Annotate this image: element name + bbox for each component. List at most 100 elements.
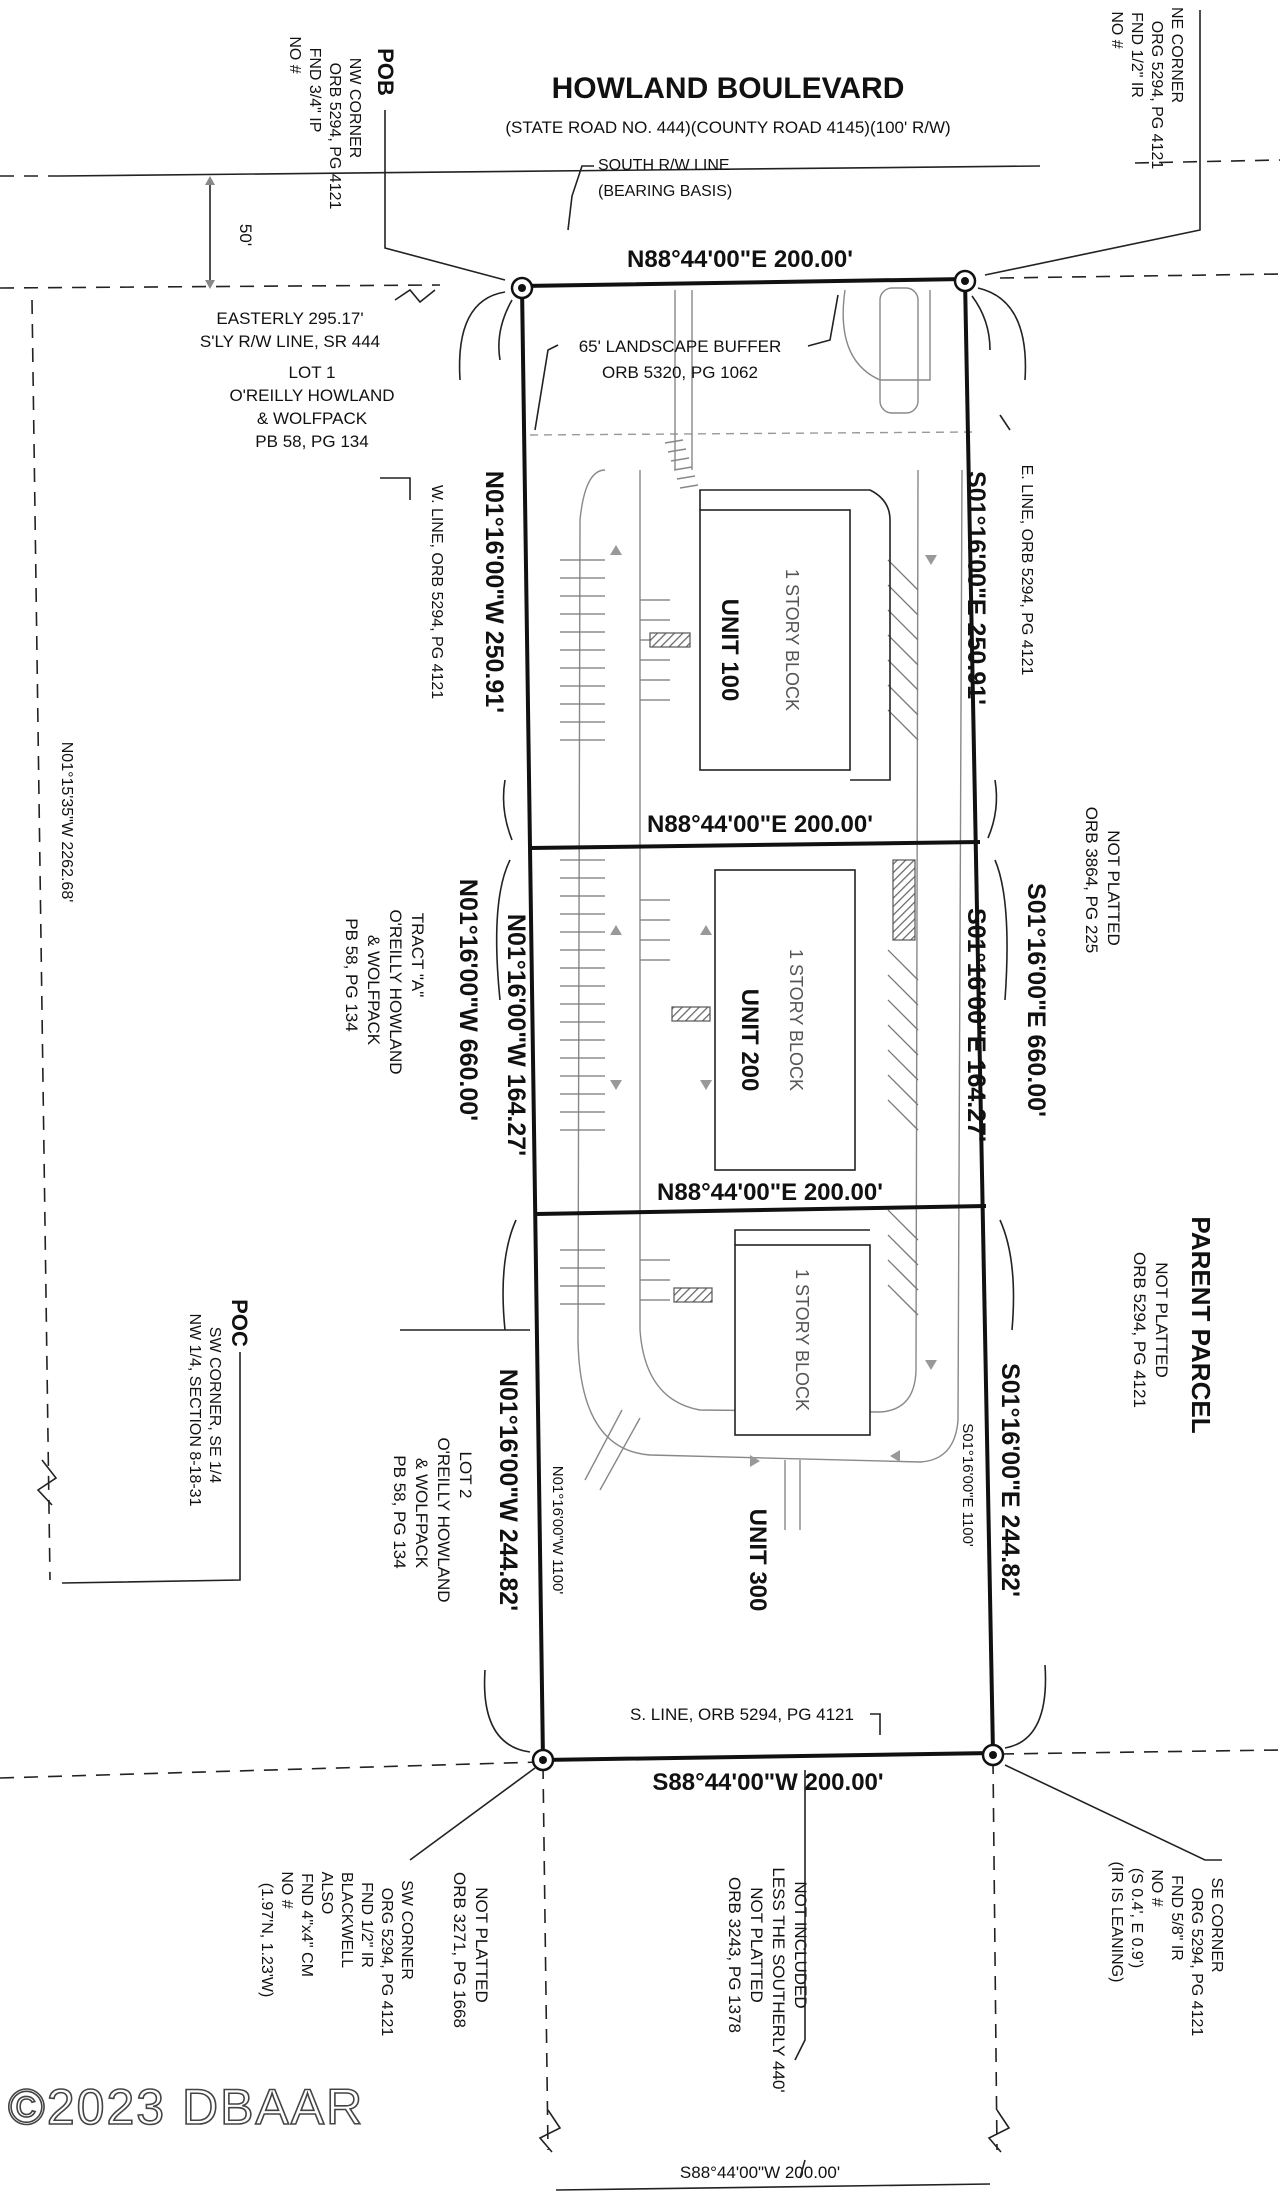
se-line-1: SE CORNER — [1208, 1877, 1225, 1972]
bearing-basis-label: (BEARING BASIS) — [598, 183, 732, 200]
lot-1-line-1: LOT 1 — [289, 363, 336, 382]
unit-100-label: UNIT 100 — [716, 599, 743, 702]
s-line-label: S. LINE, ORB 5294, PG 4121 — [630, 1705, 854, 1724]
not-platted-south-line-1: NOT PLATTED — [472, 1887, 491, 2003]
ne-line-1: NE CORNER — [1168, 7, 1185, 103]
not-included-line-4: ORB 3243, PG 1378 — [725, 1877, 744, 2033]
bearing-west-unit-200: N01°16'00"W 164.27' — [502, 914, 530, 1156]
bearing-west-total: N01°16'00"W 660.00' — [454, 879, 482, 1121]
unit-200-label: UNIT 200 — [736, 989, 763, 1092]
ne-line-3: FND 1/2" IR — [1128, 12, 1145, 98]
w-line-label: W. LINE, ORB 5294, PG 4121 — [428, 485, 445, 699]
easterly-line-1: EASTERLY 295.17' — [216, 309, 363, 328]
bearing-bottom: S88°44'00"W 200.00' — [680, 2163, 840, 2182]
lot-1-line-3: & WOLFPACK — [257, 409, 368, 428]
lot-2-line-2: O'REILLY HOWLAND — [434, 1437, 453, 1602]
not-platted-east-line-1: NOT PLATTED — [1104, 830, 1123, 946]
tract-a-line-3: & WOLFPACK — [364, 935, 383, 1046]
sw-line-7: NO # — [278, 1871, 295, 1908]
sw-line-5: ALSO — [318, 1872, 335, 1915]
lot-1-line-4: PB 58, PG 134 — [255, 432, 368, 451]
se-line-2: ORG 5294, PG 4121 — [1188, 1888, 1205, 2037]
not-included-line-2: LESS THE SOUTHERLY 440' — [769, 1867, 788, 2092]
pob-line-3: FND 3/4" IP — [306, 48, 323, 133]
pob-line-4: NO # — [286, 36, 303, 73]
sw-corner-note: SW CORNER ORG 5294, PG 4121 FND 1/2" IR … — [258, 1767, 536, 2037]
unit-labels: UNIT 100 UNIT 200 UNIT 300 — [716, 599, 771, 1612]
sw-line-8: (1.97'N, 1.23'W) — [258, 1883, 275, 1998]
parcel-boundary — [0, 269, 1280, 2191]
se-corner-note: SE CORNER ORG 5294, PG 4121 FND 5/8" IR … — [1004, 1764, 1225, 2037]
not-included-note: NOT INCLUDED LESS THE SOUTHERLY 440' NOT… — [725, 1770, 810, 2179]
unit-300-label: UNIT 300 — [744, 1509, 771, 1612]
bearing-east-unit-100: S01°16'00"E 250.91' — [962, 471, 990, 705]
building-unit-200: 1 STORY BLOCK — [714, 869, 856, 1171]
road-area: 50' HOWLAND BOULEVARD (STATE ROAD NO. 44… — [0, 72, 1280, 289]
se-line-6: (IR IS LEANING) — [1108, 1862, 1125, 1983]
landscape-line-2: ORB 5320, PG 1062 — [602, 363, 758, 382]
not-included-line-3: NOT PLATTED — [747, 1887, 766, 2003]
easterly-line-2: S'LY R/W LINE, SR 444 — [200, 332, 380, 351]
block-label-unit-300: 1 STORY BLOCK — [792, 1269, 812, 1411]
poc-note: POC SW CORNER, SE 1/4 NW 1/4, SECTION 8-… — [61, 1299, 252, 1584]
lot-2-line-4: PB 58, PG 134 — [390, 1455, 409, 1568]
bearing-east-total: S01°16'00"E 660.00' — [1022, 883, 1050, 1117]
lot-1-note: LOT 1 O'REILLY HOWLAND & WOLFPACK PB 58,… — [229, 363, 394, 451]
parent-parcel-line-1: NOT PLATTED — [1152, 1262, 1171, 1378]
road-detail: (STATE ROAD NO. 444)(COUNTY ROAD 4145)(1… — [505, 118, 950, 137]
poc-line-1: SW CORNER, SE 1/4 — [206, 1327, 223, 1484]
bearing-east-unit-200: S01°16'00"E 164.27' — [962, 908, 990, 1142]
landscape-line-1: 65' LANDSCAPE BUFFER — [579, 337, 782, 356]
se-line-4: NO # — [1148, 1869, 1165, 1906]
poc-title: POC — [227, 1299, 252, 1347]
bearing-labels: N88°44'00"E 200.00' N88°44'00"E 200.00' … — [454, 246, 1050, 2182]
lot-2-line-3: & WOLFPACK — [412, 1458, 431, 1569]
south-rw-line-label: SOUTH R/W LINE — [598, 157, 730, 174]
road-name: HOWLAND BOULEVARD — [552, 72, 905, 105]
bearing-west-unit-100: N01°16'00"W 250.91' — [480, 471, 508, 713]
monument-sw — [531, 1748, 555, 1772]
not-platted-east-line-2: ORB 3864, PG 225 — [1082, 807, 1101, 953]
ne-line-4: NO # — [1108, 11, 1125, 48]
pob-line-1: NW CORNER — [346, 58, 363, 158]
tract-a-note: TRACT "A" O'REILLY HOWLAND & WOLFPACK PB… — [342, 909, 427, 1074]
not-platted-south-line-2: ORB 3271, PG 1668 — [450, 1872, 469, 2028]
long-west-line: N01°15'35"W 2262.68' — [31, 299, 75, 1581]
landscape-buffer-note: 65' LANDSCAPE BUFFER ORB 5320, PG 1062 — [534, 294, 839, 431]
pob-title: POB — [373, 48, 398, 96]
tract-a-line-2: O'REILLY HOWLAND — [386, 909, 405, 1074]
lot-1-line-2: O'REILLY HOWLAND — [229, 386, 394, 405]
e-line-label: E. LINE, ORB 5294, PG 4121 — [1018, 465, 1035, 676]
se-line-3: FND 5/8" IR — [1168, 1875, 1185, 1961]
sw-line-3: FND 1/2" IR — [358, 1882, 375, 1968]
lot-2-note: LOT 2 O'REILLY HOWLAND & WOLFPACK PB 58,… — [390, 1329, 530, 1603]
monument-se — [981, 1743, 1005, 1767]
block-label-unit-200: 1 STORY BLOCK — [786, 949, 806, 1091]
long-line-bearing: N01°15'35"W 2262.68' — [58, 742, 75, 903]
bearing-east-unit-300: S01°16'00"E 244.82' — [996, 1363, 1024, 1597]
easterly-note: EASTERLY 295.17' S'LY R/W LINE, SR 444 — [200, 288, 436, 351]
bearing-west-1100: N01°16'00"W 1100' — [549, 1466, 566, 1595]
bearing-south: S88°44'00"W 200.00' — [652, 1769, 883, 1796]
bearing-west-unit-300: N01°16'00"W 244.82' — [494, 1369, 522, 1611]
sw-line-1: SW CORNER — [398, 1880, 415, 1980]
parent-parcel-title: PARENT PARCEL — [1186, 1216, 1216, 1433]
site-detail — [529, 287, 973, 1530]
ne-line-2: ORG 5294, PG 4121 — [1148, 21, 1165, 170]
bearing-mid-1: N88°44'00"E 200.00' — [647, 811, 873, 838]
parent-parcel-line-2: ORB 5294, PG 4121 — [1130, 1252, 1149, 1408]
se-line-5: (S 0.4', E 0.9') — [1128, 1868, 1145, 1968]
poc-line-2: NW 1/4, SECTION 8-18-31 — [186, 1314, 203, 1507]
sw-line-6: FND 4"x4" CM — [298, 1873, 315, 1977]
pob-line-2: ORB 5294, PG 4121 — [326, 63, 343, 210]
building-unit-300: 1 STORY BLOCK — [734, 1229, 871, 1436]
sw-line-2: ORG 5294, PG 4121 — [378, 1888, 395, 2037]
bearing-mid-2: N88°44'00"E 200.00' — [657, 1179, 883, 1206]
ne-corner-note: NE CORNER ORG 5294, PG 4121 FND 1/2" IR … — [984, 7, 1201, 276]
building-unit-100: 1 STORY BLOCK — [699, 489, 891, 781]
tract-a-line-4: PB 58, PG 134 — [342, 918, 361, 1031]
lot-2-line-1: LOT 2 — [456, 1452, 475, 1499]
block-label-unit-100: 1 STORY BLOCK — [782, 569, 802, 711]
tract-a-line-1: TRACT "A" — [408, 913, 427, 998]
not-platted-east-note: NOT PLATTED ORB 3864, PG 225 — [1082, 807, 1123, 953]
